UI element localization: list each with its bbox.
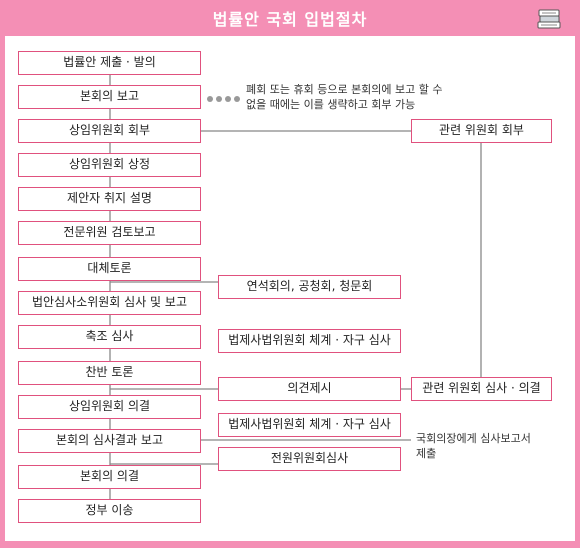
note-speaker-line1: 국회의장에게 심사보고서 <box>416 432 531 445</box>
note-report-line2: 없을 때에는 이를 생략하고 회부 가능 <box>246 98 416 111</box>
step-plenary-result-report: 본회의 심사결과 보고 <box>18 429 201 453</box>
dot-indicator <box>234 96 240 102</box>
dot-indicator <box>207 96 213 102</box>
step-bill-submission: 법률안 제출 · 발의 <box>18 51 201 75</box>
page-title: 법률안 국회 입법절차 <box>212 10 368 29</box>
step-committee-agenda: 상임위원회 상정 <box>18 153 201 177</box>
step-pro-con-debate: 찬반 토론 <box>18 361 201 385</box>
side-whole-committee: 전원위원회심사 <box>218 447 401 471</box>
books-icon <box>537 9 561 29</box>
step-plenary-vote: 본회의 의결 <box>18 465 201 489</box>
side-judiciary-review-2: 법제사법위원회 체계 · 자구 심사 <box>218 413 401 437</box>
dot-indicator <box>225 96 231 102</box>
dot-indicator <box>216 96 222 102</box>
side-judiciary-review-1: 법제사법위원회 체계 · 자구 심사 <box>218 329 401 353</box>
note-speaker-line2: 제출 <box>416 447 437 460</box>
right-related-review: 관련 위원회 심사 · 의결 <box>411 377 552 401</box>
side-opinion: 의견제시 <box>218 377 401 401</box>
side-joint-hearings: 연석회의, 공청회, 청문회 <box>218 275 401 299</box>
header-bar: 법률안 국회 입법절차 <box>0 0 580 36</box>
step-proposer-explanation: 제안자 취지 설명 <box>18 187 201 211</box>
step-expert-review: 전문위원 검토보고 <box>18 221 201 245</box>
right-related-referral: 관련 위원회 회부 <box>411 119 552 143</box>
step-government-transfer: 정부 이송 <box>18 499 201 523</box>
step-committee-referral: 상임위원회 회부 <box>18 119 201 143</box>
note-report-line1: 폐회 또는 휴회 등으로 본회의에 보고 할 수 <box>246 83 443 96</box>
step-subcommittee-review: 법안심사소위원회 심사 및 보고 <box>18 291 201 315</box>
step-general-debate: 대체토론 <box>18 257 201 281</box>
step-plenary-report: 본회의 보고 <box>18 85 201 109</box>
step-committee-vote: 상임위원회 의결 <box>18 395 201 419</box>
step-article-review: 축조 심사 <box>18 325 201 349</box>
